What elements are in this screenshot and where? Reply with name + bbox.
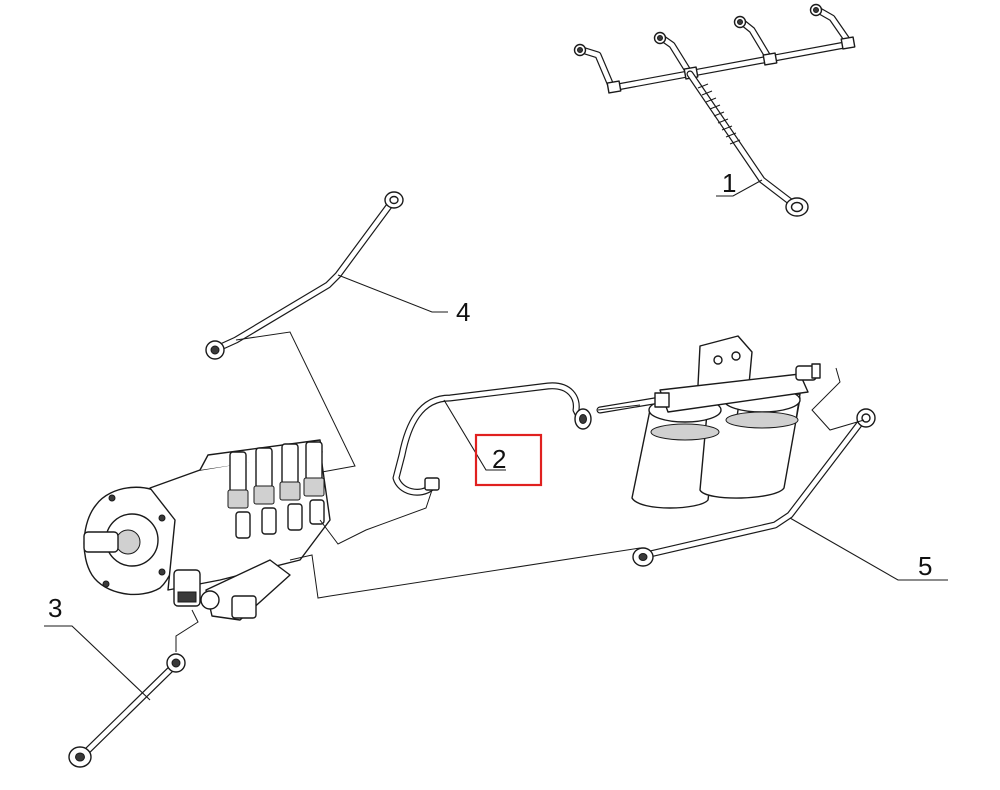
callout-4: 4 [456, 297, 470, 327]
fuel-filter-assembly[interactable] [596, 335, 821, 509]
callout-2: 2 [492, 444, 506, 474]
part-5-feed-pipe[interactable] [632, 408, 876, 567]
part-3-pipe[interactable] [68, 653, 186, 768]
connection-lines [175, 331, 865, 652]
callout-3: 3 [48, 593, 62, 623]
part-1-leakoff-harness[interactable] [573, 3, 856, 217]
callout-2-highlight-box [474, 433, 543, 487]
part-4-return-pipe[interactable] [205, 191, 404, 360]
injection-pump[interactable] [83, 439, 331, 621]
callout-1: 1 [722, 168, 736, 198]
callout-5: 5 [918, 551, 932, 581]
part-2-fuel-pipe[interactable] [392, 382, 592, 496]
leader-lines [44, 179, 948, 701]
